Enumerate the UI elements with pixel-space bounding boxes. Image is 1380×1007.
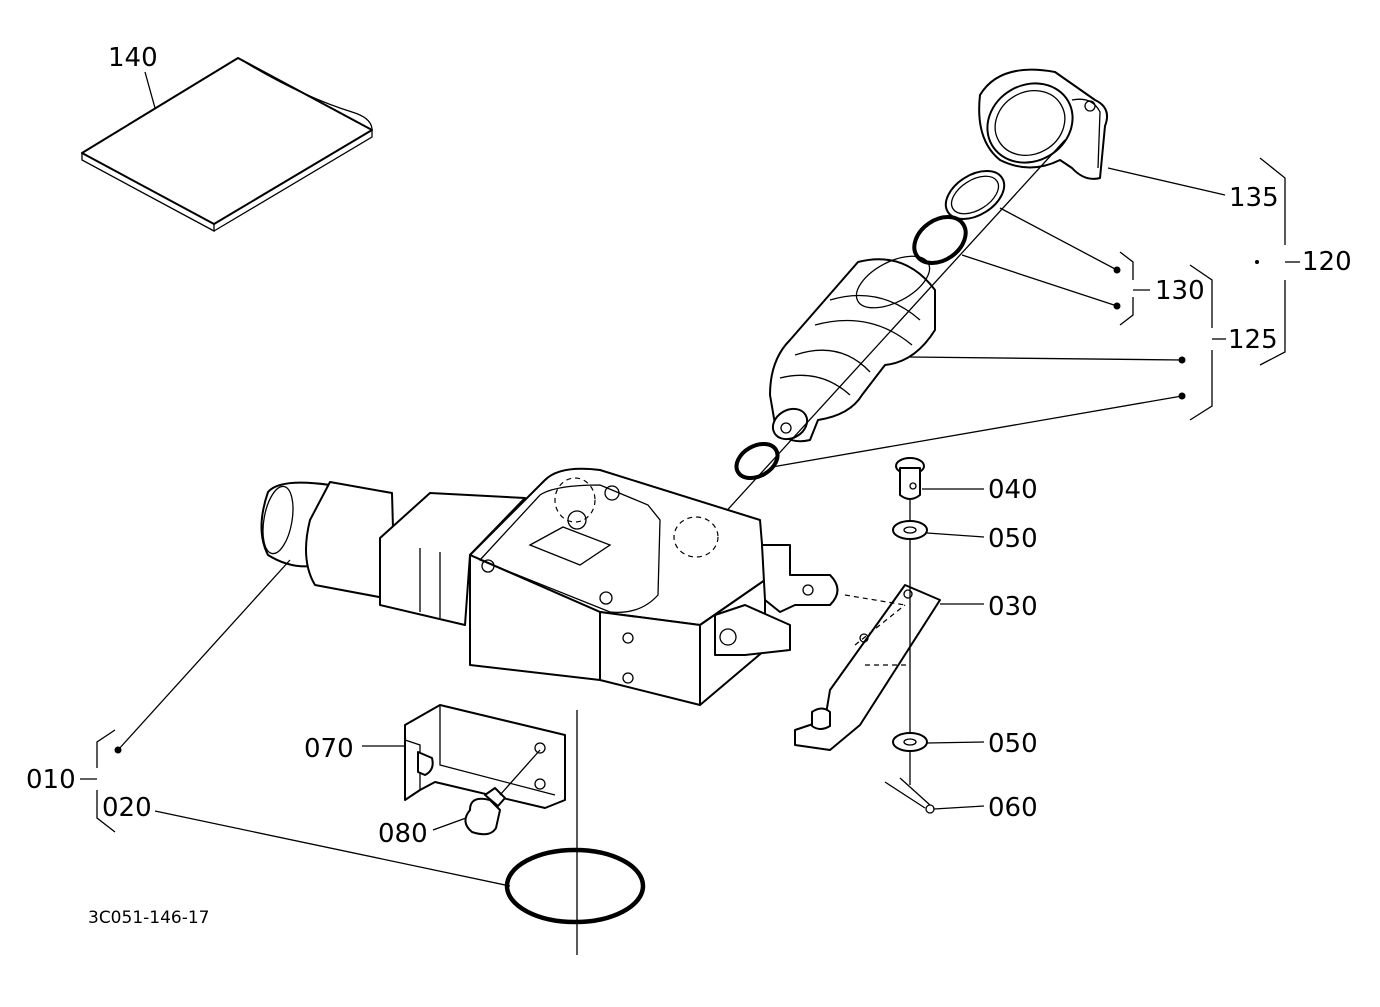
callout-125[interactable]: 125 xyxy=(1228,325,1278,355)
callout-070[interactable]: 070 xyxy=(304,734,354,764)
callout-050-lower[interactable]: 050 xyxy=(988,729,1038,759)
callout-020[interactable]: 020 xyxy=(102,793,152,823)
group-brackets xyxy=(80,157,1300,833)
part-130-ring-upper[interactable] xyxy=(937,161,1012,229)
part-020-o-ring[interactable] xyxy=(504,847,646,925)
callout-080[interactable]: 080 xyxy=(378,819,428,849)
part-010-valve-body[interactable] xyxy=(258,467,839,706)
drawing-code: 3C051-146-17 xyxy=(88,908,209,928)
reference-dots xyxy=(114,260,1259,754)
part-050-washer-lower[interactable] xyxy=(892,732,928,752)
callout-135[interactable]: 135 xyxy=(1229,183,1279,213)
part-040-pin[interactable] xyxy=(895,457,925,500)
callout-130[interactable]: 130 xyxy=(1155,276,1205,306)
part-050-washer-upper[interactable] xyxy=(892,520,928,540)
callout-120[interactable]: 120 xyxy=(1302,247,1352,277)
part-125-cylinder[interactable] xyxy=(767,246,937,446)
callout-030[interactable]: 030 xyxy=(988,592,1038,622)
part-140-manual[interactable] xyxy=(81,57,373,233)
part-030-bracket[interactable] xyxy=(794,584,941,751)
callout-140[interactable]: 140 xyxy=(108,43,158,73)
assembly-axis-upper xyxy=(699,139,1066,541)
part-070-bracket[interactable] xyxy=(404,704,566,809)
callout-050-upper[interactable]: 050 xyxy=(988,524,1038,554)
callout-010[interactable]: 010 xyxy=(26,765,76,795)
part-135-cap[interactable] xyxy=(973,68,1108,180)
part-080-plug[interactable] xyxy=(464,749,541,836)
callout-040[interactable]: 040 xyxy=(988,475,1038,505)
callout-labels: 140 135 120 130 125 040 050 030 070 050 … xyxy=(26,43,1352,928)
callout-060[interactable]: 060 xyxy=(988,793,1038,823)
part-060-cotter-pin[interactable] xyxy=(884,777,935,814)
part-125-o-ring-lower[interactable] xyxy=(730,437,783,485)
leader-lines xyxy=(117,71,1226,887)
